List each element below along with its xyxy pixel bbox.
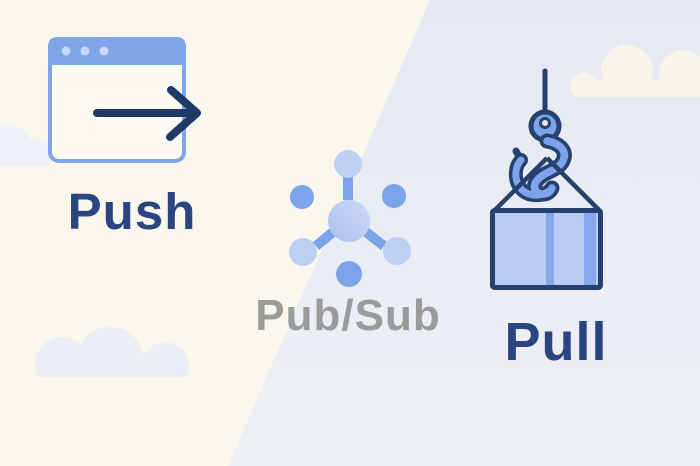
crane-hook-container-icon xyxy=(490,68,603,290)
satellite-node-lower-left xyxy=(289,238,317,266)
diagonal-background-panel xyxy=(228,0,700,466)
sling-lines xyxy=(492,156,602,213)
satellite-node-bottom xyxy=(336,261,362,287)
browser-window-titlebar xyxy=(48,37,186,65)
cloud-top-right xyxy=(570,45,700,97)
satellite-node-top xyxy=(334,150,362,178)
push-label: Push xyxy=(67,183,197,240)
browser-window-dots xyxy=(61,46,109,56)
browser-window-push-arrow-icon xyxy=(48,37,201,163)
cloud-left-edge xyxy=(0,125,53,166)
push-arrow-icon xyxy=(93,86,201,141)
hub-center-node xyxy=(328,200,370,242)
hub-spokes xyxy=(312,177,388,250)
cargo-container xyxy=(490,208,603,290)
pull-label: Pull xyxy=(504,312,608,372)
cloud-bottom-left xyxy=(35,327,189,377)
hub-and-spokes-network-icon xyxy=(289,150,411,287)
satellite-node-upper-right xyxy=(382,184,406,208)
satellite-node-lower-right xyxy=(383,237,411,265)
pubsub-label: Pub/Sub xyxy=(255,291,441,340)
satellite-node-upper-left xyxy=(290,185,314,209)
